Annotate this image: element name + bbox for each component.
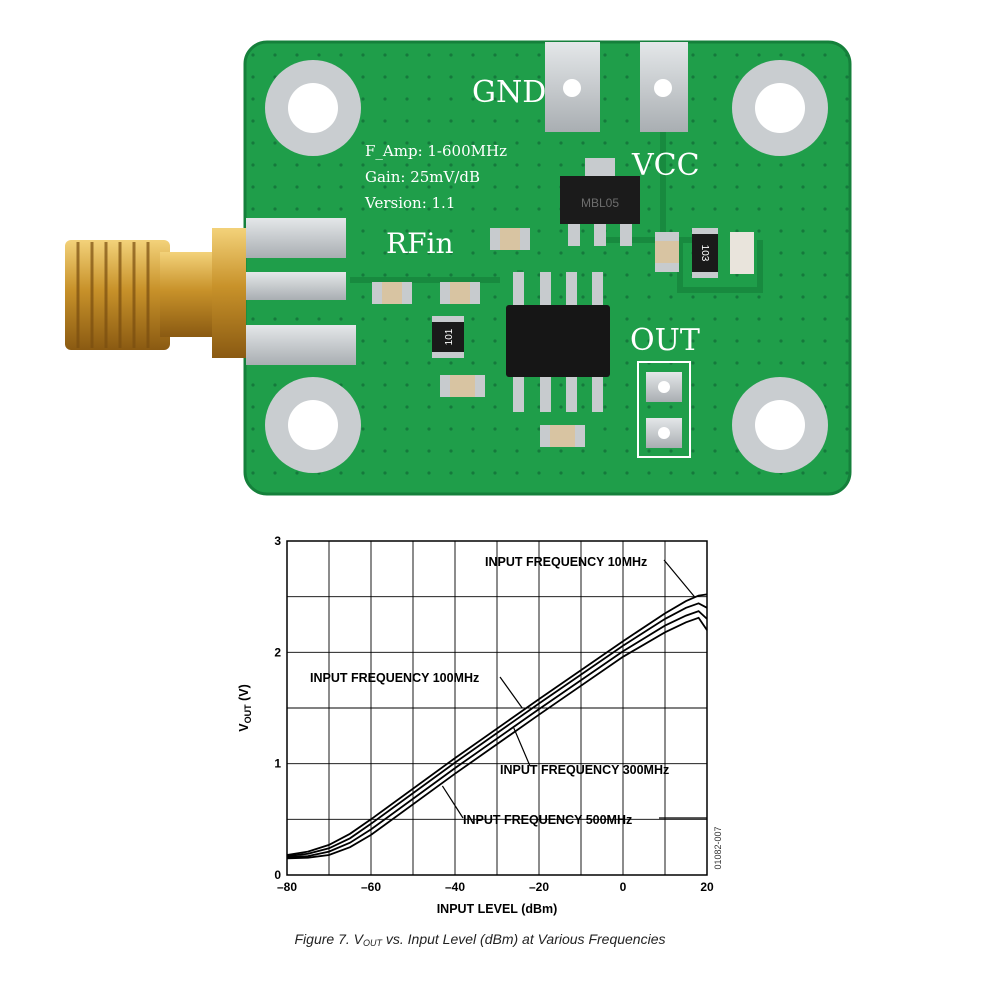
chart-series (286, 593, 708, 860)
leader-line-1 (499, 676, 523, 709)
voltage-regulator: MBL05 (560, 158, 640, 246)
resistor-103: 103 (692, 228, 718, 278)
annotation-500mhz: INPUT FREQUENCY 500MHz (463, 813, 632, 827)
gnd-pad (545, 42, 600, 132)
x-tick-label: –60 (361, 880, 381, 894)
annotation-leaders (441, 559, 707, 819)
resistor-103-label: 103 (699, 245, 710, 262)
annotation-10mhz: INPUT FREQUENCY 10MHz (485, 555, 647, 569)
x-tick-label: –40 (445, 880, 465, 894)
y-axis-label: VOUT (V) (237, 684, 253, 731)
tick-labels: –80 –60 –40 –20 0 20 0 1 2 3 (274, 534, 714, 894)
y-tick-label: 0 (274, 868, 281, 882)
y-tick-label: 2 (274, 645, 281, 659)
board-illustration: 101 103 MBL05 GND VCC RFin OUT F_Amp: 1-… (65, 40, 852, 496)
x-tick-label: 20 (700, 880, 714, 894)
sma-connector (65, 228, 246, 358)
y-tick-label: 3 (274, 534, 281, 548)
x-tick-label: –80 (277, 880, 297, 894)
mounting-hole (732, 60, 828, 156)
spec-line-version: Version: 1.1 (364, 194, 455, 212)
series-line-0 (286, 593, 708, 856)
x-tick-label: –20 (529, 880, 549, 894)
series-line-1 (286, 602, 708, 857)
board-photo: 101 103 MBL05 GND VCC RFin OUT F_Amp: 1-… (65, 40, 852, 496)
leader-line-3 (441, 785, 464, 819)
chart-figure: –80 –60 –40 –20 0 20 0 1 2 3 INPUT FREQUENCY 10MH… (0, 510, 1000, 1000)
annotation-100mhz: INPUT FREQUENCY 100MHz (310, 671, 479, 685)
series-line-3 (286, 616, 708, 860)
spec-line-gain: Gain: 25mV/dB (365, 168, 480, 186)
figure-caption: Figure 7. VOUT vs. Input Level (dBm) at … (295, 931, 666, 948)
gnd-label: GND (472, 75, 546, 110)
y-tick-label: 1 (274, 757, 281, 771)
series-line-2 (286, 610, 708, 859)
out-label: OUT (630, 323, 700, 358)
line-chart: –80 –60 –40 –20 0 20 0 1 2 3 INPUT FREQUENCY 10MH… (237, 534, 723, 948)
mounting-hole (265, 60, 361, 156)
annotation-300mhz: INPUT FREQUENCY 300MHz (500, 763, 669, 777)
resistor-101-label: 101 (444, 328, 455, 345)
detector-ic (506, 272, 610, 412)
rfin-label: RFin (386, 227, 454, 260)
mounting-hole (265, 377, 361, 473)
x-tick-label: 0 (620, 880, 627, 894)
smd-components (372, 228, 754, 447)
x-axis-label: INPUT LEVEL (dBm) (437, 902, 558, 916)
out-pin-header (637, 361, 691, 458)
regulator-marking: MBL05 (581, 196, 619, 210)
leader-line-0 (663, 559, 695, 598)
spec-line-frequency: F_Amp: 1-600MHz (365, 142, 507, 160)
resistor-101: 101 (432, 316, 464, 358)
figure-code: 01082-007 (713, 826, 723, 869)
plot-frame (286, 540, 708, 876)
leader-line-2 (513, 727, 531, 767)
vcc-label: VCC (631, 148, 700, 183)
mounting-hole (732, 377, 828, 473)
vcc-pad (640, 42, 688, 132)
